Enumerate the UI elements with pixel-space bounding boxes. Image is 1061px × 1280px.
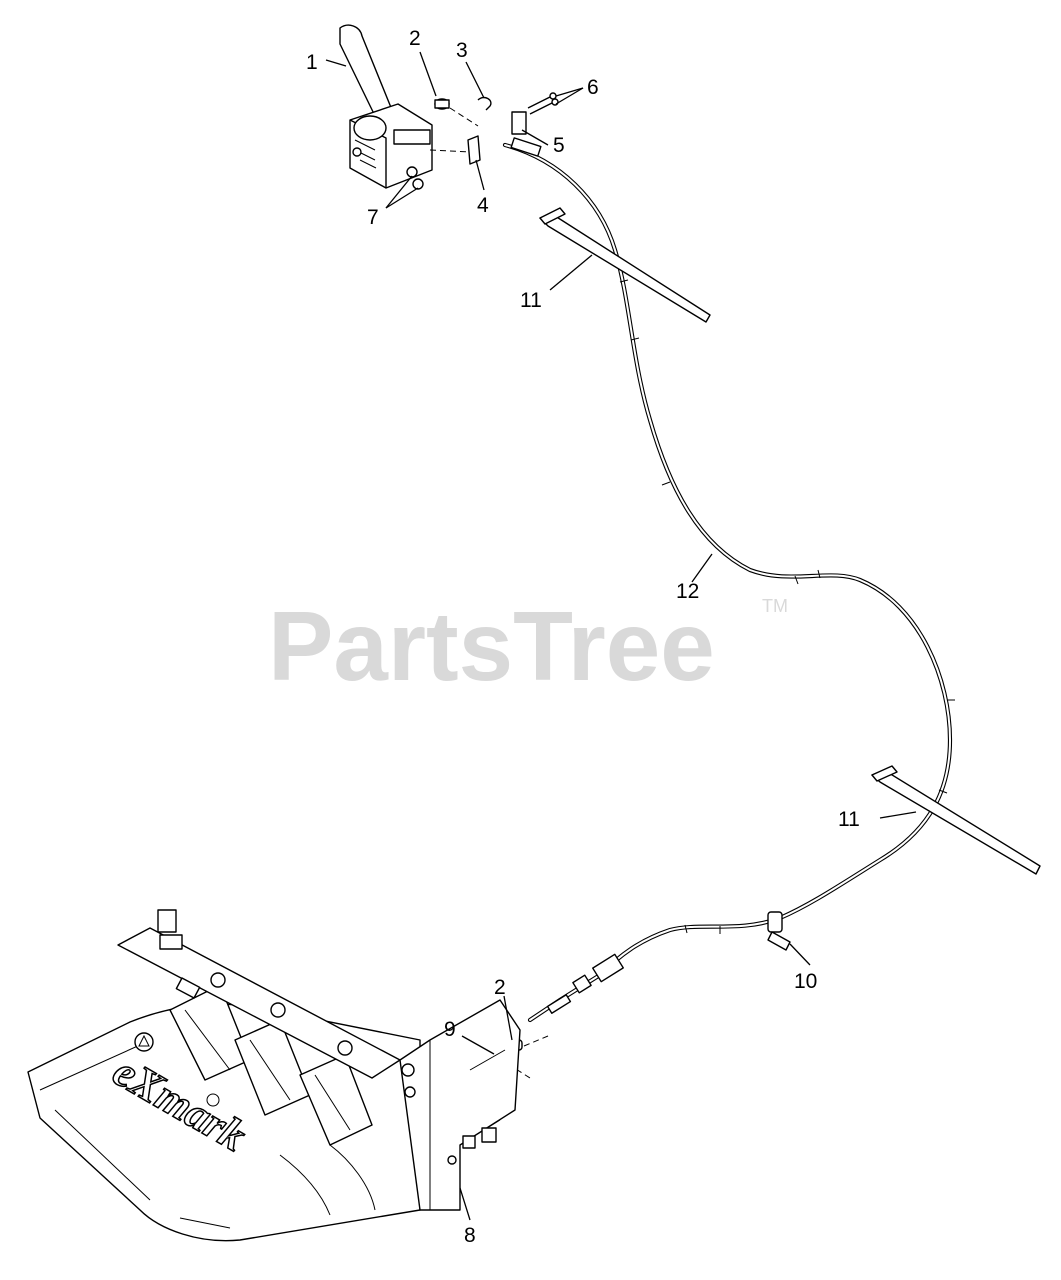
callout-10: 10 <box>794 970 817 993</box>
cable-tie-bottom <box>871 765 1041 875</box>
callout-2-bottom: 2 <box>494 976 506 999</box>
callout-6: 6 <box>587 76 599 99</box>
callout-3: 3 <box>456 39 468 62</box>
watermark-text: PartsTree <box>268 591 715 701</box>
callout-12: 12 <box>676 580 699 603</box>
assembly-line-top <box>429 107 479 153</box>
callout-11-bottom: 11 <box>838 808 860 831</box>
screws-6 <box>527 92 559 115</box>
callout-4: 4 <box>477 194 489 217</box>
throttle-lever-assembly <box>339 24 433 189</box>
callout-8: 8 <box>464 1224 476 1247</box>
cable-clamp <box>767 911 791 951</box>
cable-tie-top <box>539 207 711 323</box>
callout-9: 9 <box>444 1018 456 1041</box>
callout-5: 5 <box>553 134 565 157</box>
pivot-bushing-top <box>434 98 450 110</box>
callout-7: 7 <box>367 206 379 229</box>
mounting-bracket-4 <box>467 135 481 165</box>
watermark-tm: TM <box>762 596 788 616</box>
leader-lines <box>325 51 917 1221</box>
clip-part-3 <box>477 96 492 111</box>
callout-11-top: 11 <box>520 289 542 312</box>
control-cable <box>502 137 955 1023</box>
clamp-plate-5 <box>511 111 527 135</box>
callout-2-top: 2 <box>409 27 421 50</box>
seat-base-assembly: eXmark <box>27 909 521 1242</box>
callout-1: 1 <box>306 51 318 74</box>
nuts-7 <box>406 166 424 190</box>
